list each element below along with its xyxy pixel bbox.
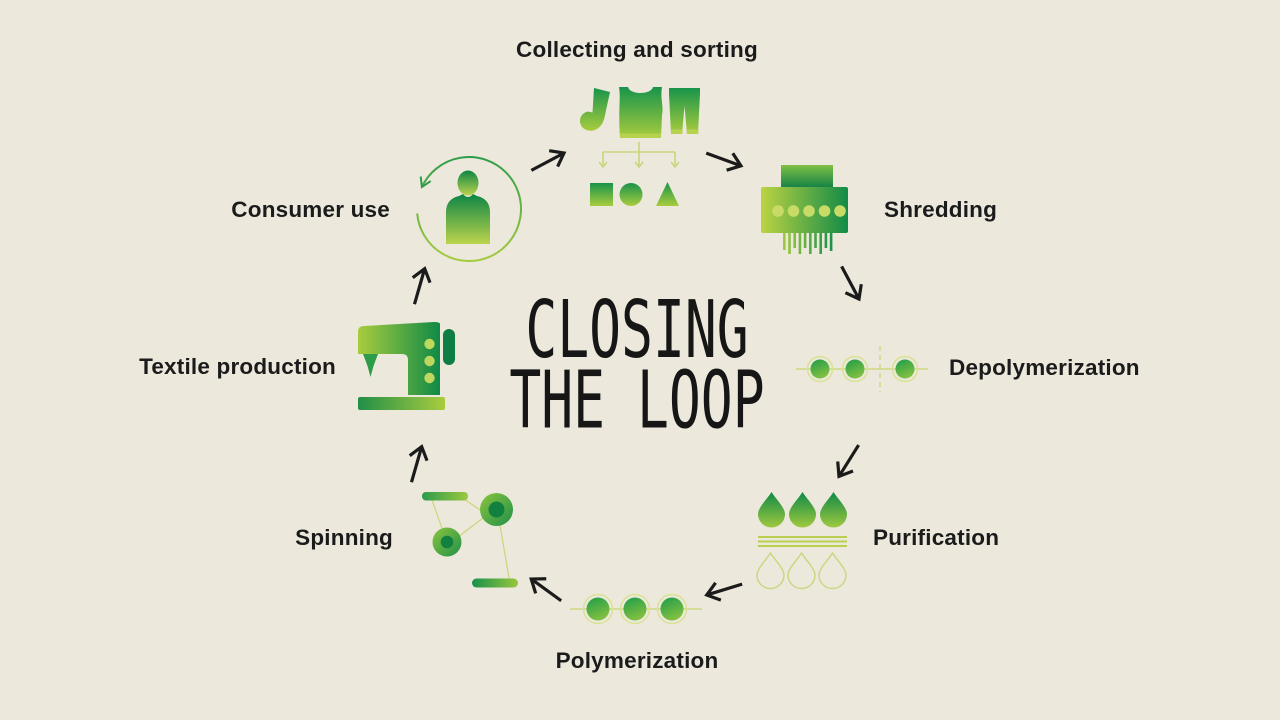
flow-arrow-polymerization-to-spinning (519, 566, 570, 612)
sewing-machine-icon (352, 316, 457, 416)
stage-label-collecting-sorting: Collecting and sorting (516, 37, 758, 62)
flow-arrow-purification-to-polymerization (697, 572, 748, 608)
split-molecule-chain-icon (792, 340, 932, 398)
flow-arrow-spinning-to-textile (399, 438, 435, 489)
flow-arrow-consumer-to-collecting (523, 140, 575, 183)
diagram-title-line1: CLOSING (525, 285, 749, 377)
spinning-wheel-icon (412, 486, 522, 590)
stage-label-shredding: Shredding (884, 197, 998, 222)
flow-arrow-textile-to-consumer (402, 260, 438, 311)
person-recycle-loop-icon (410, 152, 528, 267)
filter-droplets-icon (748, 490, 853, 590)
diagram-title-line2: THE LOOP (509, 355, 765, 447)
stage-label-textile-production: Textile production (139, 354, 336, 379)
stage-label-spinning: Spinning (295, 525, 393, 550)
stage-label-purification: Purification (873, 525, 1000, 550)
flow-arrow-collecting-to-shredding (699, 141, 750, 179)
stage-label-consumer-use: Consumer use (231, 197, 390, 222)
clothes-sorting-icon (572, 82, 707, 217)
shredder-icon (752, 160, 852, 255)
molecule-chain-icon (566, 584, 706, 636)
diagram-title: CLOSING THE LOOP (509, 285, 765, 447)
stage-label-polymerization: Polymerization (555, 648, 719, 673)
flow-arrow-shredding-to-depolymerization (830, 258, 873, 310)
stage-label-depolymerization: Depolymerization (949, 355, 1140, 380)
flow-arrow-depolymerization-to-purification (826, 436, 871, 488)
